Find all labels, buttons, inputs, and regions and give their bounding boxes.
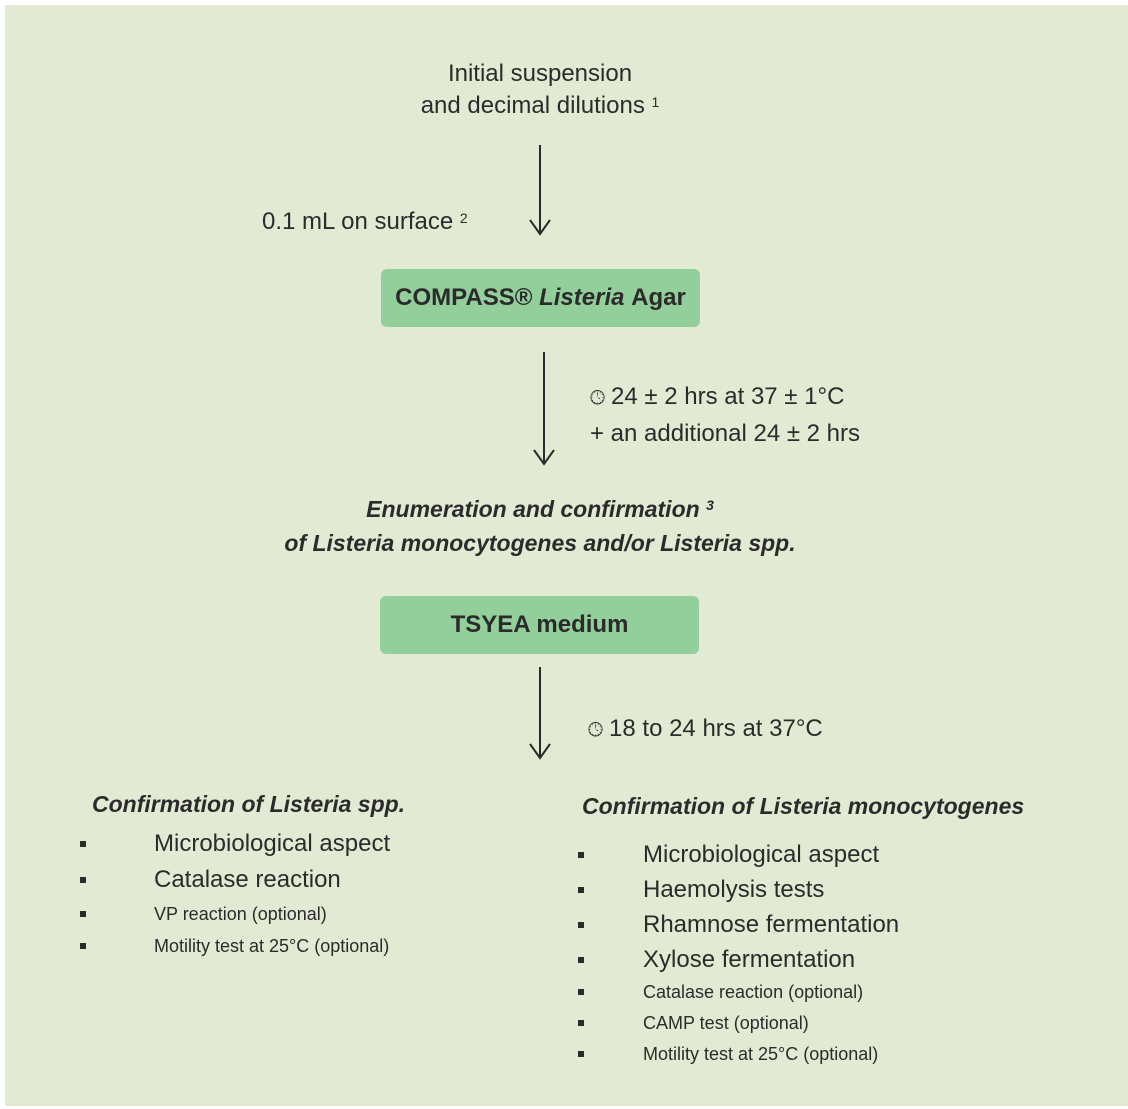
footnote-3: 3 — [706, 497, 714, 513]
initial-step-line2-wrap: and decimal dilutions 1 — [340, 90, 740, 122]
tsyea-medium-box: TSYEA medium — [380, 596, 699, 654]
list-item-label: CAMP test (optional) — [643, 1013, 809, 1033]
list-item-label: Microbiological aspect — [154, 830, 391, 857]
initial-step-label: Initial suspension and decimal dilutions… — [340, 58, 740, 122]
list-item-label: Motility test at 25°C (optional) — [643, 1044, 879, 1064]
bullet-icon — [578, 887, 584, 893]
enumeration-line2: of Listeria monocytogenes and/or Listeri… — [284, 530, 796, 556]
list-item-label: Microbiological aspect — [643, 841, 880, 868]
incubation-1-line1: 24 ± 2 hrs at 37 ± 1°C — [611, 383, 845, 410]
enumeration-line1: Enumeration and confirmation — [366, 496, 700, 522]
arrow-down-1 — [529, 145, 551, 236]
box1-suffix: Agar — [631, 284, 686, 311]
incubation-2-label: 🕓︎18 to 24 hrs at 37°C — [588, 713, 823, 746]
list-item-label: VP reaction (optional) — [154, 904, 327, 924]
list-item-label: Haemolysis tests — [643, 876, 825, 903]
incubation-1-label: 🕓︎24 ± 2 hrs at 37 ± 1°C + an additional… — [590, 381, 860, 450]
clock-icon: 🕓︎ — [590, 387, 606, 409]
list-item-label: Motility test at 25°C (optional) — [154, 936, 390, 956]
bullet-icon — [80, 877, 86, 883]
list-item-label: Xylose fermentation — [643, 946, 856, 973]
list-item: VP reaction (optional) — [80, 898, 390, 930]
inoculation-text: 0.1 mL on surface — [262, 208, 454, 235]
bullet-icon — [578, 957, 584, 963]
incubation-1-line2: + an additional 24 ± 2 hrs — [590, 420, 861, 447]
list-item: CAMP test (optional) — [578, 1008, 899, 1039]
initial-step-line2: and decimal dilutions — [420, 92, 645, 119]
incubation-2-text: 18 to 24 hrs at 37°C — [609, 715, 823, 742]
bullet-icon — [578, 1020, 584, 1026]
compass-listeria-agar-box: COMPASS® Listeria Agar — [381, 269, 700, 327]
list-item: Catalase reaction (optional) — [578, 977, 899, 1008]
footnote-2: 2 — [459, 210, 468, 226]
initial-step-line1: Initial suspension — [447, 60, 633, 87]
box1-italic: Listeria — [539, 284, 625, 311]
list-item: Motility test at 25°C (optional) — [578, 1039, 899, 1070]
incubation-1-line1-wrap: 🕓︎24 ± 2 hrs at 37 ± 1°C — [590, 381, 860, 414]
footnote-1: 1 — [651, 94, 660, 110]
list-item: Haemolysis tests — [578, 872, 899, 907]
arrow-down-2 — [533, 352, 555, 466]
left-confirmation-list: Microbiological aspect Catalase reaction… — [80, 826, 390, 962]
list-item: Microbiological aspect — [80, 826, 390, 862]
list-item: Motility test at 25°C (optional) — [80, 930, 390, 962]
bullet-icon — [80, 841, 86, 847]
right-column-title: Confirmation of Listeria monocytogenes — [582, 793, 1025, 819]
bullet-icon — [578, 922, 584, 928]
enumeration-line1-wrap: Enumeration and confirmation 3 — [230, 492, 850, 526]
left-column-title: Confirmation of Listeria spp. — [92, 791, 406, 817]
bullet-icon — [578, 852, 584, 858]
bullet-icon — [578, 989, 584, 995]
bullet-icon — [578, 1051, 584, 1057]
list-item-label: Rhamnose fermentation — [643, 911, 900, 938]
box2-label: TSYEA medium — [450, 611, 629, 638]
arrow-down-3 — [529, 667, 551, 760]
list-item-label: Catalase reaction (optional) — [643, 982, 864, 1002]
list-item: Microbiological aspect — [578, 837, 899, 872]
list-item: Xylose fermentation — [578, 942, 899, 977]
list-item: Rhamnose fermentation — [578, 907, 899, 942]
inoculation-label: 0.1 mL on surface 2 — [262, 206, 468, 238]
diagram-background — [5, 5, 1128, 1106]
clock-icon: 🕓︎ — [588, 719, 604, 741]
enumeration-label: Enumeration and confirmation 3 of Lister… — [230, 492, 850, 560]
list-item-label: Catalase reaction — [154, 866, 341, 893]
bullet-icon — [80, 943, 86, 949]
bullet-icon — [80, 911, 86, 917]
right-confirmation-list: Microbiological aspect Haemolysis tests … — [578, 837, 899, 1070]
box1-prefix: COMPASS® — [395, 284, 533, 311]
list-item: Catalase reaction — [80, 862, 390, 898]
